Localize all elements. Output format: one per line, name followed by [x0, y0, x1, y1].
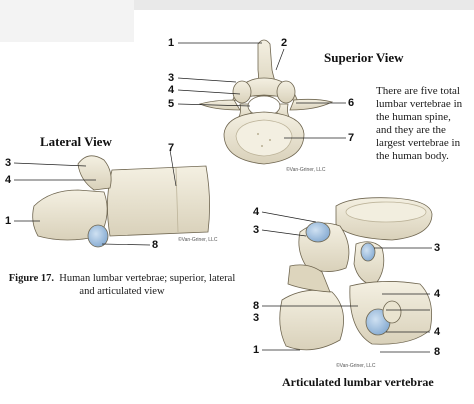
articulated-label-8-left: 8	[253, 300, 260, 312]
superior-label-5: 5	[168, 98, 175, 110]
lateral-label-7: 7	[168, 142, 175, 154]
articulated-label-4-right-2: 4	[434, 326, 441, 338]
superior-label-2: 2	[281, 37, 288, 49]
superior-label-6: 6	[348, 97, 355, 109]
lumbar-note: There are five total lumbar vertebrae in…	[376, 85, 463, 162]
top-bar	[0, 0, 474, 10]
figure-caption: Figure 17. Human lumbar vertebrae; super…	[8, 272, 236, 298]
blank-panel	[0, 0, 134, 42]
articulated-label-3-left: 3	[253, 224, 260, 236]
leader-lines	[13, 42, 432, 353]
lateral-label-8: 8	[152, 239, 159, 251]
lateral-label-4: 4	[5, 174, 12, 186]
articulated-label-8-right: 8	[434, 346, 441, 358]
superior-label-4: 4	[168, 84, 175, 96]
lateral-view-vertebra	[32, 155, 210, 248]
figure-text: Human lumbar vertebrae; superior, latera…	[59, 273, 236, 297]
articulated-label-1: 1	[253, 344, 260, 356]
superior-label-1: 1	[168, 37, 175, 49]
lateral-label-1: 1	[5, 215, 12, 227]
lateral-label-3: 3	[5, 157, 12, 169]
articulated-vertebrae	[279, 197, 433, 351]
articulated-label-4-right-1: 4	[434, 288, 441, 300]
superior-label-3: 3	[168, 72, 175, 84]
articulated-label-3-mid: 3	[253, 312, 260, 324]
articulated-label-3-right: 3	[434, 242, 441, 254]
credit-superior: ©Van-Griner, LLC	[286, 167, 326, 173]
superior-label-7: 7	[348, 132, 355, 144]
superior-view-vertebra	[198, 39, 334, 165]
credit-articulated: ©Van-Griner, LLC	[336, 363, 376, 369]
articulated-view-title: Articulated lumbar vertebrae	[282, 375, 434, 389]
superior-view-title: Superior View	[324, 50, 404, 65]
credit-lateral: ©Van-Griner, LLC	[178, 237, 218, 243]
lateral-view-title: Lateral View	[40, 134, 112, 149]
figure-label: Figure 17.	[8, 273, 55, 284]
articulated-label-4-top: 4	[253, 206, 260, 218]
